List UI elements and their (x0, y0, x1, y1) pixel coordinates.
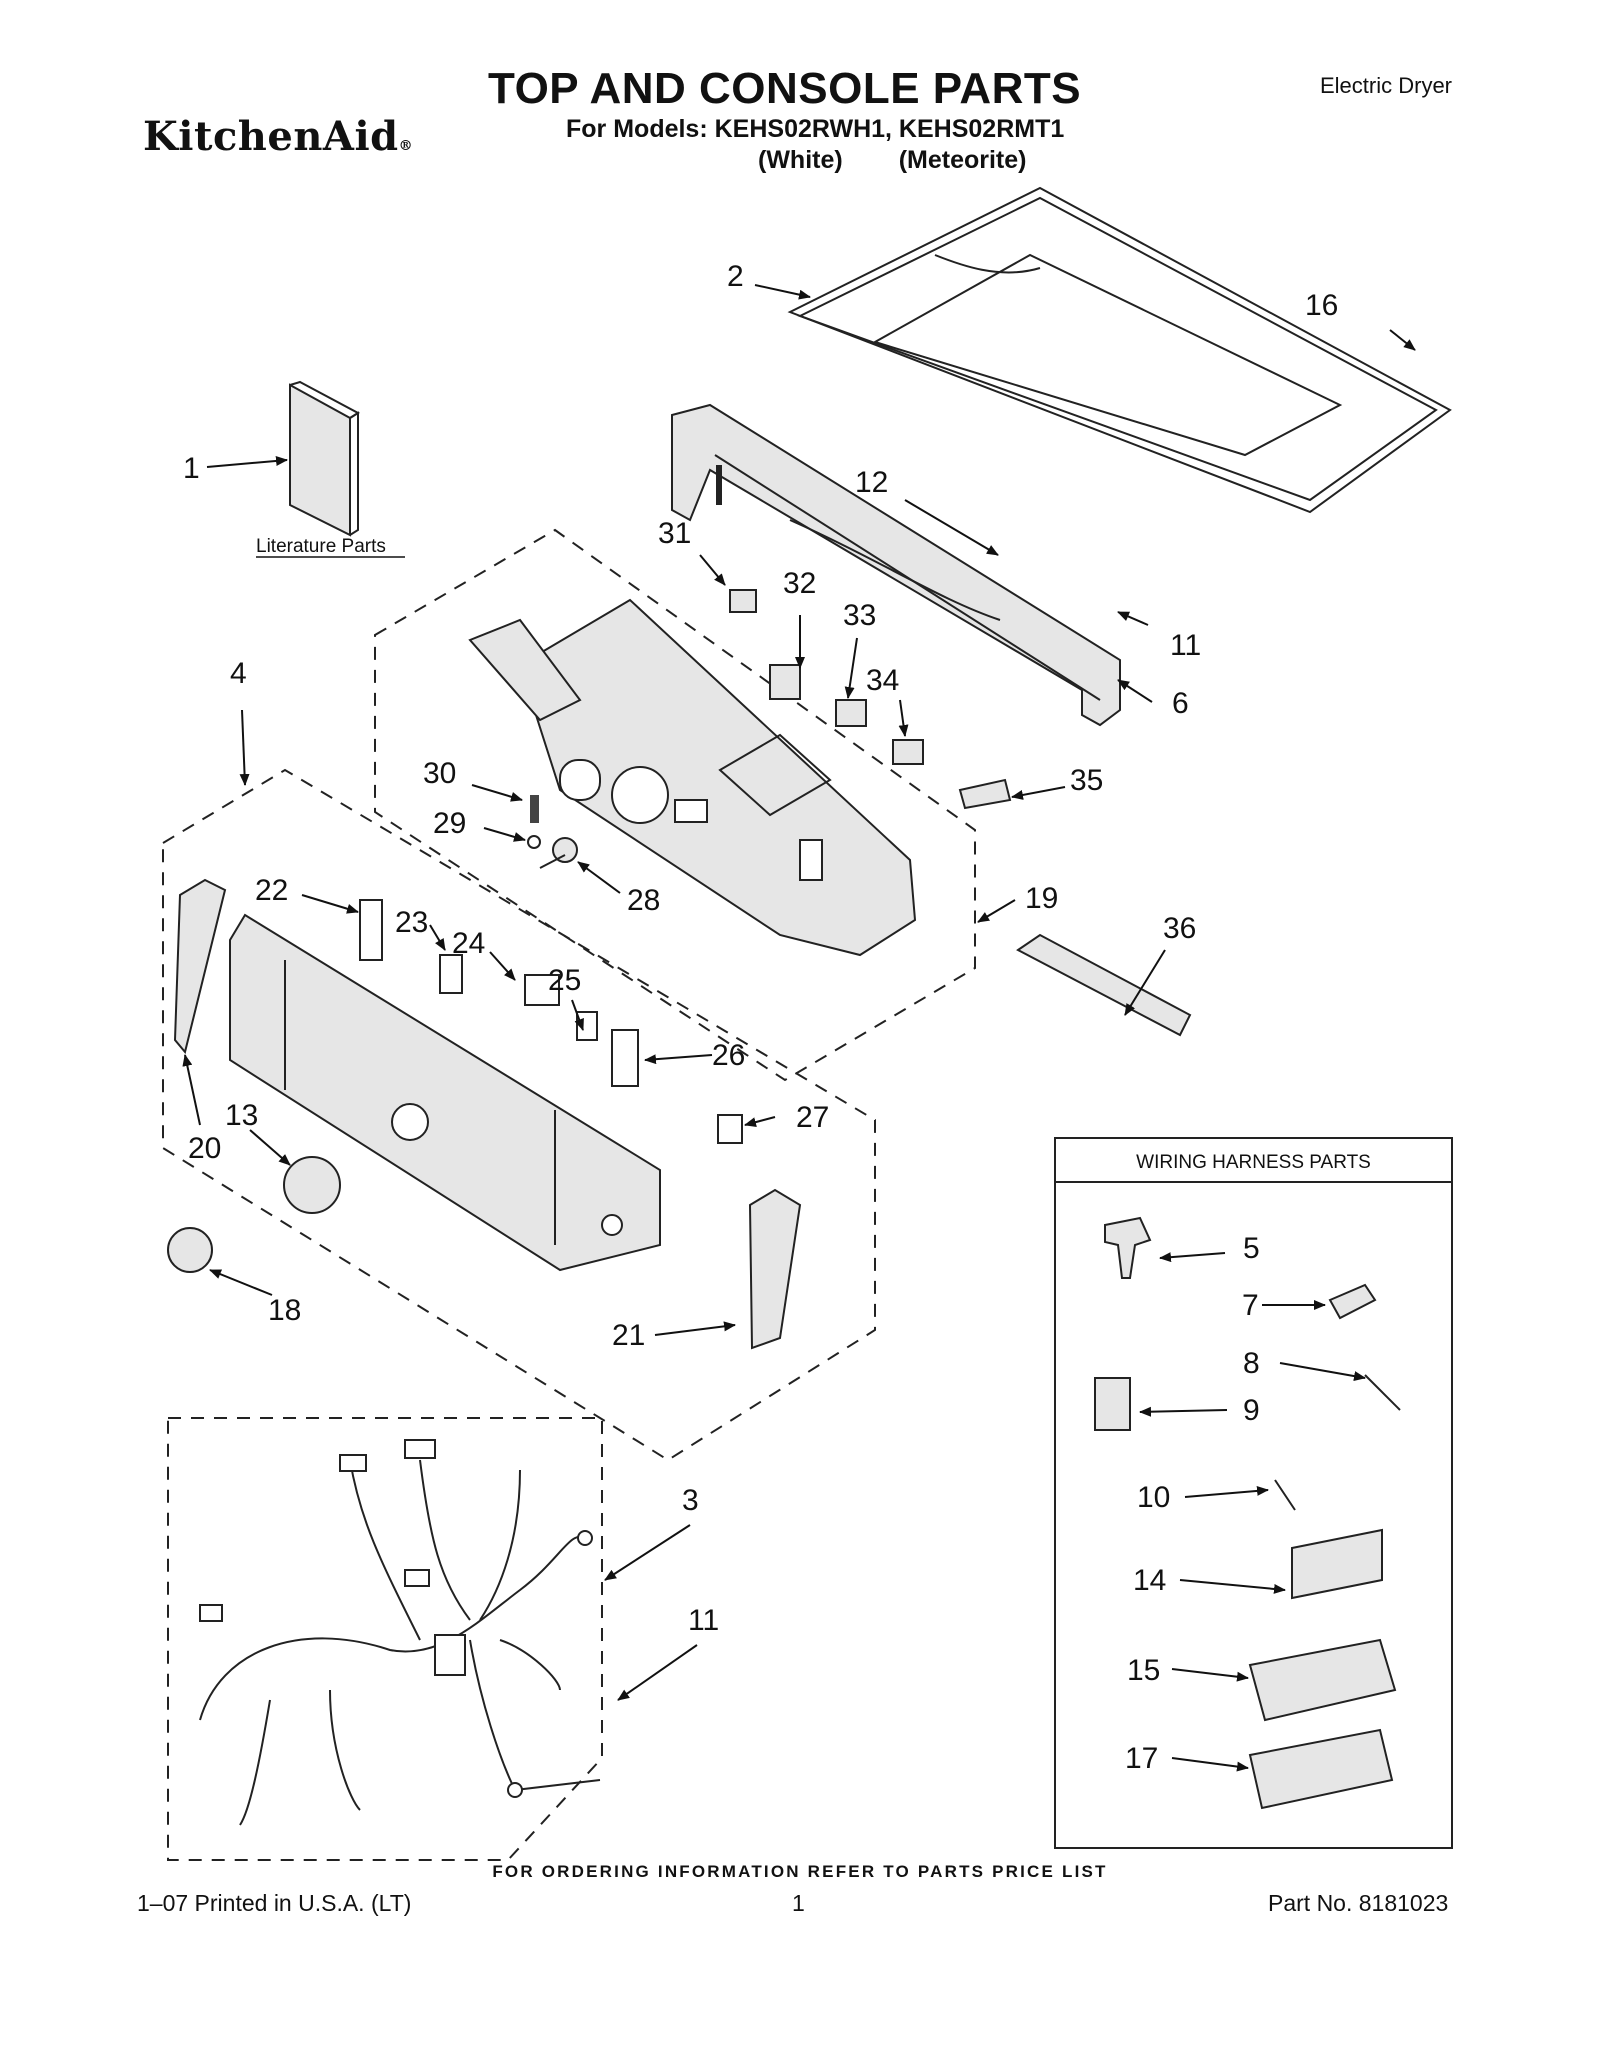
callout-18: 18 (268, 1294, 301, 1327)
callout-9: 9 (1243, 1394, 1260, 1427)
callout-15: 15 (1127, 1654, 1160, 1687)
wiring-parts-drawing (1094, 1216, 1401, 1810)
callout-8: 8 (1243, 1347, 1260, 1380)
wire-harness-boundary (167, 1417, 603, 1861)
wiring-box-title: WIRING HARNESS PARTS (1136, 1152, 1371, 1173)
callout-19: 19 (1025, 882, 1058, 915)
rear-bracket-drawing (671, 403, 1121, 727)
callout-27: 27 (796, 1101, 829, 1134)
callout-5: 5 (1243, 1232, 1260, 1265)
callout-7: 7 (1242, 1289, 1259, 1322)
callout-36: 36 (1163, 912, 1196, 945)
color-meteorite: (Meteorite) (898, 146, 1027, 174)
part-number: Part No. 8181023 (1268, 1890, 1449, 1916)
callout-23: 23 (395, 906, 428, 939)
front-console-boundary (162, 768, 876, 1462)
top-panel-drawing (787, 186, 1452, 514)
brand-logo: KitchenAid® (143, 113, 413, 160)
callout-17: 17 (1125, 1742, 1158, 1775)
callout-24: 24 (452, 927, 485, 960)
wire-harness-drawing (199, 1439, 601, 1826)
callout-25: 25 (548, 964, 581, 997)
console-assembly-drawing (468, 598, 917, 957)
page-number: 1 (792, 1890, 805, 1916)
print-info: 1–07 Printed in U.S.A. (LT) (137, 1890, 412, 1916)
callout-6: 6 (1172, 687, 1189, 720)
callout-12: 12 (855, 466, 888, 499)
callout-11-upper: 11 (1170, 629, 1201, 662)
callout-28: 28 (627, 884, 660, 917)
callout-14: 14 (1133, 1564, 1166, 1597)
console-assembly-boundary (374, 528, 976, 1082)
ordering-note: FOR ORDERING INFORMATION REFER TO PARTS … (492, 1862, 1108, 1881)
callout-30: 30 (423, 757, 456, 790)
wiring-harness-parts-box (1054, 1137, 1453, 1849)
callout-21: 21 (612, 1319, 645, 1352)
callout-29: 29 (433, 807, 466, 840)
leader-lines (182, 284, 1416, 1772)
callout-35: 35 (1070, 764, 1103, 797)
callout-10: 10 (1137, 1481, 1170, 1514)
callout-22: 22 (255, 874, 288, 907)
brand-name: KitchenAid (143, 113, 399, 160)
brand-registered-mark: ® (398, 138, 414, 154)
model-colors: (White) (Meteorite) (758, 146, 1027, 175)
literature-parts-label: Literature Parts (256, 536, 386, 557)
front-console-drawing (167, 878, 802, 1350)
callout-2: 2 (727, 260, 744, 293)
callout-26: 26 (712, 1039, 745, 1072)
product-type: Electric Dryer (1320, 73, 1453, 98)
callout-31: 31 (658, 517, 691, 550)
callout-3: 3 (682, 1484, 699, 1517)
callout-16: 16 (1305, 289, 1338, 322)
switch-parts-drawing (527, 589, 1012, 869)
callout-4: 4 (230, 657, 247, 690)
color-white: (White) (758, 146, 843, 174)
callout-33: 33 (843, 599, 876, 632)
models-line: For Models: KEHS02RWH1, KEHS02RMT1 (566, 115, 1065, 143)
literature-book-drawing (289, 380, 360, 537)
callout-13: 13 (225, 1099, 258, 1132)
callout-34: 34 (866, 664, 899, 697)
callout-11-lower: 11 (688, 1604, 719, 1637)
callout-1: 1 (183, 452, 200, 485)
callout-32: 32 (783, 567, 816, 600)
page-title: TOP AND CONSOLE PARTS (488, 64, 1082, 113)
callout-20: 20 (188, 1132, 221, 1165)
